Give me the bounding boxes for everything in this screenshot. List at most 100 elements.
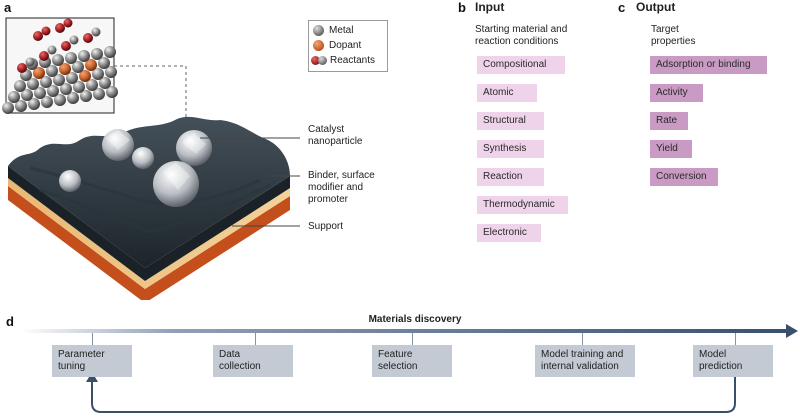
panel-label-a: a [4, 0, 12, 15]
step-line: tuning [58, 361, 86, 372]
legend-item-dopant: Dopant [313, 40, 361, 51]
atom [25, 57, 35, 67]
atom [79, 70, 91, 82]
label-line: modifier and [308, 182, 364, 193]
atom [86, 79, 98, 91]
support-label: Support [308, 221, 344, 232]
workflow-step-model-training: Model training and internal validation [535, 345, 635, 377]
atom [41, 26, 51, 36]
step-line: Feature [378, 349, 413, 360]
input-tag-reaction: Reaction [477, 168, 544, 186]
atom [33, 31, 43, 41]
output-tag-yield: Yield [650, 140, 692, 158]
atom [46, 65, 58, 77]
atom [92, 68, 104, 80]
step-line: Model [699, 349, 727, 360]
binder-label: Binder, surface modifier and promoter [308, 170, 375, 206]
reactants-swatch-icon [311, 56, 327, 65]
atom [67, 92, 79, 104]
input-tag-synthesis: Synthesis [477, 140, 544, 158]
atom [98, 57, 110, 69]
panel-label-d: d [6, 314, 14, 329]
atom [91, 48, 103, 60]
atom [93, 88, 105, 100]
step-line: prediction [699, 361, 743, 372]
panel-label-c: c [618, 0, 626, 15]
panel-label-b: b [458, 0, 466, 15]
atom [55, 23, 65, 33]
step-line: internal validation [541, 361, 619, 372]
output-tag-adsorption: Adsorption or binding [650, 56, 767, 74]
atom [34, 87, 46, 99]
label-line: Binder, surface [308, 170, 375, 181]
atom [99, 77, 111, 89]
input-subtitle: Starting material and reaction condition… [475, 24, 567, 48]
atom [91, 27, 101, 37]
atom [60, 83, 72, 95]
dopant-swatch-icon [313, 40, 324, 51]
atom [21, 89, 33, 101]
atom [106, 86, 118, 98]
atom [54, 94, 66, 106]
label-line: nanoparticle [308, 136, 363, 147]
workflow-title: Materials discovery [368, 314, 462, 325]
workflow-tick [92, 333, 93, 345]
input-tag-atomic: Atomic [477, 84, 537, 102]
output-tag-conversion: Conversion [650, 168, 718, 186]
catalyst-nanoparticles [59, 129, 212, 207]
atom [72, 61, 84, 73]
legend-label: Reactants [330, 55, 376, 66]
input-title: Input [475, 0, 505, 14]
atom [28, 98, 40, 110]
atom [80, 90, 92, 102]
step-line: collection [219, 361, 261, 372]
output-tag-rate: Rate [650, 112, 688, 130]
discovery-arrowhead-icon [786, 324, 798, 338]
subtitle-line: Starting material and [475, 24, 568, 35]
step-line: Model training and [541, 349, 624, 360]
feedback-arrowhead-icon [86, 372, 98, 382]
step-line: Parameter [58, 349, 105, 360]
atom [47, 85, 59, 97]
label-line: Catalyst [308, 124, 345, 135]
workflow-step-parameter-tuning: Parameter tuning [52, 345, 132, 377]
atom [52, 54, 64, 66]
feedback-loop [91, 376, 736, 413]
legend-item-reactants: Reactants [311, 55, 375, 66]
workflow-tick [412, 333, 413, 345]
legend: Metal Dopant Reactants [308, 20, 388, 72]
nanoparticle-label: Catalyst nanoparticle [308, 124, 362, 148]
atom [2, 102, 14, 114]
atom [53, 74, 65, 86]
atom [73, 81, 85, 93]
binder-surface [8, 116, 290, 268]
inset-connector [114, 65, 187, 140]
subtitle-line: properties [651, 36, 696, 47]
atom [65, 52, 77, 64]
discovery-arrow [20, 329, 788, 333]
subtitle-line: reaction conditions [475, 36, 559, 47]
input-tag-structural: Structural [477, 112, 544, 130]
atom [69, 35, 79, 45]
atom [47, 45, 57, 55]
atom [40, 76, 52, 88]
workflow-diagram [20, 324, 798, 413]
legend-label: Metal [329, 25, 354, 36]
atom [78, 50, 90, 62]
subtitle-line: Target [651, 24, 679, 35]
atomic-inset [2, 17, 118, 114]
step-line: Data [219, 349, 241, 360]
workflow-step-model-prediction: Model prediction [693, 345, 773, 377]
legend-label: Dopant [329, 40, 362, 51]
output-subtitle: Target properties [651, 24, 695, 48]
workflow-step-feature-selection: Feature selection [372, 345, 452, 377]
legend-item-metal: Metal [313, 25, 353, 36]
atom [83, 33, 93, 43]
atom [63, 18, 73, 28]
atom [41, 96, 53, 108]
atom [39, 51, 49, 61]
atom [61, 41, 71, 51]
input-tag-thermodynamic: Thermodynamic [477, 196, 568, 214]
atom [17, 63, 27, 73]
label-line: promoter [308, 194, 349, 205]
